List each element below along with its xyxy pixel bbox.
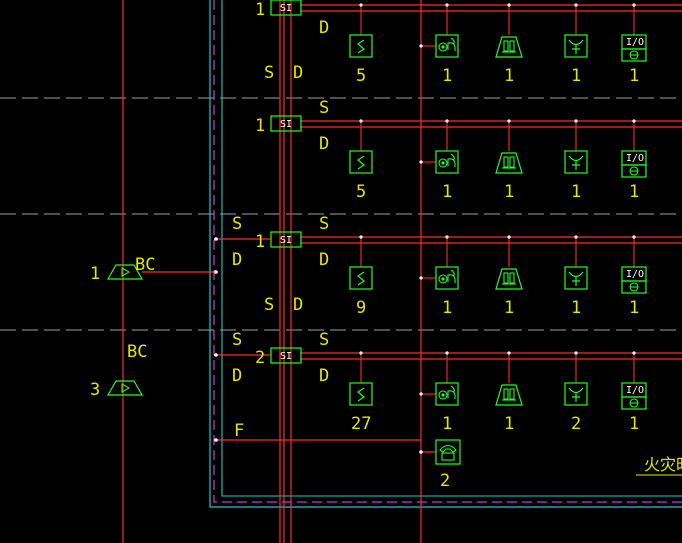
device-count: 1 (571, 66, 581, 86)
device-count: 5 (356, 66, 366, 86)
short-circuit-isolator (270, 0, 302, 16)
alarm-panel-label: BC (127, 342, 147, 362)
isolator-label: SI (280, 119, 292, 130)
fire-phone-count: 2 (440, 471, 450, 491)
fire-phone-icon (435, 439, 461, 465)
short-circuit-isolator (270, 231, 302, 248)
device-count: 1 (629, 414, 639, 434)
fire-phone-line-label: F (234, 421, 244, 441)
device-count: 1 (629, 66, 639, 86)
equipment-frame (209, 0, 682, 508)
fire-phone-branch: F 2 (214, 421, 461, 491)
device-count: 1 (442, 66, 452, 86)
isolator-label: SI (280, 351, 292, 362)
manual-call-point-icon (435, 150, 459, 174)
device-count: 1 (629, 298, 639, 318)
device-count: 1 (504, 414, 514, 434)
device-count: 1 (442, 414, 452, 434)
hydrant-button-icon (564, 382, 588, 406)
riser-label-s: S (264, 63, 274, 83)
alarm-panel-2: 3 BC (90, 342, 147, 400)
smoke-detector-icon (349, 382, 373, 406)
alarm-panel-count: 3 (90, 380, 100, 400)
riser-label-d: D (293, 63, 303, 83)
sounder-icon (495, 268, 523, 290)
riser-label-s: S (232, 214, 242, 234)
short-circuit-isolator (270, 347, 302, 364)
isolator-label: SI (280, 235, 292, 246)
device-count: 9 (356, 298, 366, 318)
floor-dividers (0, 97, 682, 331)
isolator-count: 1 (255, 232, 265, 252)
alarm-panel-1: 1 BC (90, 255, 218, 284)
device-count: 1 (442, 298, 452, 318)
corner-note-text: 火灾时 (644, 455, 682, 474)
io-module-label: I/O (626, 385, 644, 396)
device-count: 1 (504, 298, 514, 318)
riser-label-d: D (232, 250, 242, 270)
smoke-detector-icon (349, 150, 373, 174)
sounder-icon (495, 384, 523, 406)
manual-call-point-icon (435, 382, 459, 406)
device-count: 2 (571, 414, 581, 434)
bus-label-s: S (319, 330, 329, 350)
sounder-icon (495, 152, 523, 174)
device-count: 1 (629, 182, 639, 202)
manual-call-point-icon (435, 34, 459, 58)
device-count: 1 (504, 66, 514, 86)
device-count: 1 (442, 182, 452, 202)
bus-label-d: D (319, 134, 329, 154)
io-module-label: I/O (626, 37, 644, 48)
bus-label-s: S (319, 214, 329, 234)
alarm-panel-icon (107, 380, 143, 396)
isolator-count: 1 (255, 116, 265, 136)
alarm-panel-label: BC (135, 255, 155, 275)
riser-label-s: S (232, 330, 242, 350)
riser-label-d: D (232, 366, 242, 386)
smoke-detector-icon (349, 266, 373, 290)
device-count: 1 (571, 182, 581, 202)
riser-label-d: D (293, 295, 303, 315)
isolator-label: SI (280, 3, 292, 14)
corner-note: 火灾时 (636, 455, 682, 476)
bus-label-d: D (319, 250, 329, 270)
hydrant-button-icon (564, 266, 588, 290)
isolator-count: 2 (255, 348, 265, 368)
hydrant-button-icon (564, 34, 588, 58)
sounder-icon (495, 36, 523, 58)
device-count: 5 (356, 182, 366, 202)
bus-label-s: S (319, 98, 329, 118)
io-module-label: I/O (626, 153, 644, 164)
device-count: 27 (351, 414, 371, 434)
riser-label-s: S (264, 295, 274, 315)
manual-call-point-icon (435, 266, 459, 290)
bus-label-d: D (319, 18, 329, 38)
hydrant-button-icon (564, 150, 588, 174)
device-count: 1 (504, 182, 514, 202)
alarm-panel-count: 1 (90, 264, 100, 284)
isolator-count: 1 (255, 0, 265, 20)
smoke-detector-icon (349, 34, 373, 58)
device-count: 1 (571, 298, 581, 318)
io-module-label: I/O (626, 269, 644, 280)
bus-label-d: D (319, 366, 329, 386)
short-circuit-isolator (270, 115, 302, 132)
